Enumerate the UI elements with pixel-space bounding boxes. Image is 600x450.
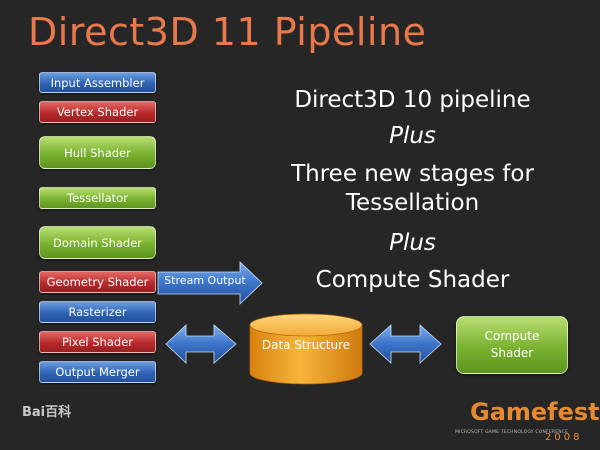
stage-tessellator: Tessellator [39, 187, 156, 209]
text-plus-1: Plus [389, 123, 436, 149]
text-three-new-stages: Three new stages for [291, 161, 534, 187]
stage-geometry-shader: Geometry Shader [39, 271, 156, 293]
data-structure-label: Data Structure [261, 338, 351, 352]
text-compute-shader: Compute Shader [315, 267, 510, 293]
text-tessellation: Tessellation [345, 190, 480, 216]
stage-hull-shader: Hull Shader [39, 136, 156, 169]
text-plus-2: Plus [389, 230, 436, 256]
stream-output-arrow [157, 261, 263, 305]
text-d3d10-pipeline: Direct3D 10 pipeline [294, 87, 531, 113]
baidu-watermark: Bai百科 [22, 405, 72, 420]
gamefest-tagline: MICROSOFT GAME TECHNOLOGY CONFERENCE [455, 430, 569, 435]
stream-output-label: Stream Output [164, 274, 246, 287]
data-structure-cylinder [249, 313, 363, 385]
stage-domain-shader: Domain Shader [39, 226, 156, 259]
stage-output-merger: Output Merger [39, 361, 156, 383]
compute-shader-box-label: Compute Shader [484, 329, 540, 360]
gamefest-logo: Gamefest [470, 398, 600, 426]
stage-pixel-shader: Pixel Shader [39, 331, 156, 353]
gamefest-year: 2008 [545, 432, 583, 443]
compute-shader-box: Compute Shader [456, 316, 568, 374]
stage-vertex-shader: Vertex Shader [39, 101, 156, 123]
stage-input-assembler: Input Assembler [39, 72, 156, 93]
double-arrow-left [165, 324, 237, 364]
stage-rasterizer: Rasterizer [39, 301, 156, 323]
double-arrow-right [369, 324, 442, 364]
slide-title: Direct3D 11 Pipeline [28, 10, 427, 54]
